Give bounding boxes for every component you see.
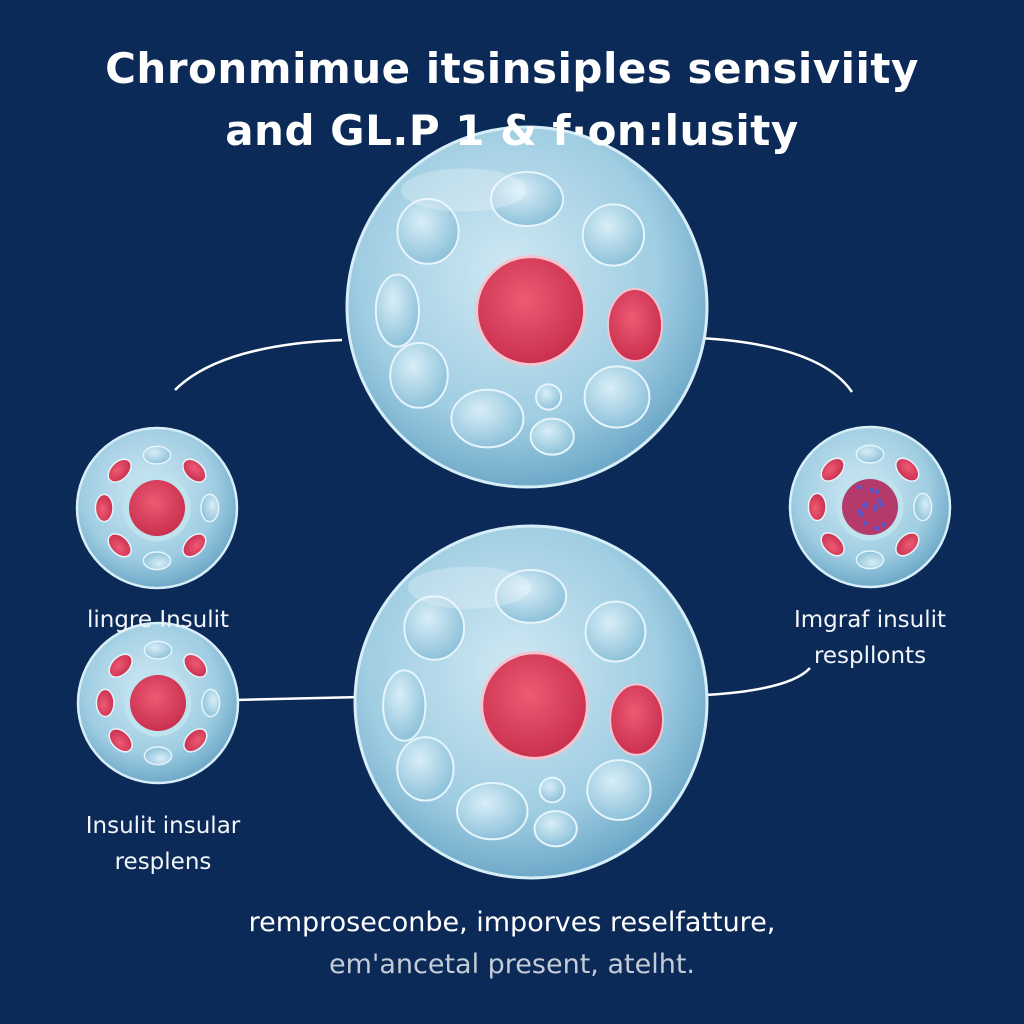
cell-small-left-bottom	[76, 621, 240, 785]
vesicle	[200, 493, 220, 523]
label-left-bottom: Insulit insular resplens	[40, 808, 286, 880]
label-left-top: lingre Insulit	[86, 607, 230, 633]
connector-bottom-right	[704, 667, 811, 697]
label-right-line-1: Imgraf insulit	[793, 607, 947, 633]
vesicle	[201, 688, 221, 718]
cell-small-left-top	[75, 426, 239, 590]
chromatin-dot	[857, 508, 863, 514]
title-line-2: and GL.P 1 & f·on:lusity	[225, 106, 799, 155]
footer-caption: remproseconbe, imporves reselfatture, em…	[0, 902, 1024, 986]
cell-large-top	[345, 125, 709, 489]
vesicle	[535, 383, 563, 411]
granule	[895, 457, 920, 482]
chromatin-dot	[862, 501, 868, 507]
vesicle	[855, 550, 885, 570]
cell-small-right	[788, 425, 952, 589]
label-right-line-2: respllonts	[813, 643, 927, 669]
vesicle	[529, 417, 575, 456]
chromatin-dot	[881, 522, 887, 528]
vesicle	[855, 444, 885, 464]
chromatin-dot	[878, 502, 884, 508]
granule	[94, 493, 114, 523]
vesicle	[382, 669, 427, 742]
diagram-title: Chronmimue itsinsiples sensiviity and GL…	[0, 38, 1024, 162]
chromatin-dot	[863, 520, 869, 526]
chromatin-dot	[872, 506, 878, 512]
nucleus	[130, 675, 186, 731]
nucleus	[129, 480, 185, 536]
granule	[895, 532, 920, 557]
vesicle	[396, 198, 460, 265]
granule	[182, 458, 207, 483]
granule	[95, 688, 115, 718]
granule	[183, 728, 208, 753]
chromatin-dot	[874, 525, 880, 531]
granule	[108, 728, 133, 753]
vesicle	[456, 781, 529, 841]
vesicle	[396, 736, 455, 802]
granule	[108, 653, 133, 678]
vesicle	[389, 342, 449, 409]
vesicle	[583, 365, 651, 429]
title-line-1: Chronmimue itsinsiples sensiviity	[105, 44, 919, 93]
vesicle	[584, 600, 647, 663]
connector-top-left	[174, 338, 343, 391]
vesicle	[533, 810, 578, 848]
granule	[182, 533, 207, 558]
nucleus	[480, 651, 589, 760]
chromatin-dot	[868, 487, 874, 493]
highlight	[401, 168, 527, 212]
granule	[807, 492, 827, 522]
label-left-bottom-line-2: resplens	[114, 849, 212, 875]
highlight	[407, 566, 531, 609]
vesicle	[490, 171, 564, 227]
connectors	[174, 336, 854, 702]
chromatin-dot	[857, 484, 863, 490]
connector-bottom-left	[234, 695, 363, 702]
vesicle	[586, 759, 652, 821]
label-right: Imgraf insulit respllonts	[760, 602, 980, 674]
vesicle	[494, 569, 568, 624]
granule	[107, 458, 132, 483]
granule	[607, 288, 663, 362]
footer-line-2: em'ancetal present, atelht.	[329, 949, 695, 980]
chromatin-dot	[874, 489, 880, 495]
granule	[183, 653, 208, 678]
connector-top-right	[699, 336, 854, 393]
label-left-bottom-line-1: Insulit insular	[85, 813, 241, 839]
vesicle	[913, 492, 933, 522]
vesicle	[374, 273, 420, 348]
vesicle	[538, 776, 566, 804]
vesicle	[450, 388, 525, 449]
vesicle	[142, 445, 172, 465]
vesicle	[143, 746, 173, 766]
granule	[820, 532, 845, 557]
granule	[609, 683, 664, 756]
vesicle	[581, 203, 646, 267]
vesicle	[142, 551, 172, 571]
granule	[107, 533, 132, 558]
cell-large-bottom	[353, 524, 709, 880]
nucleus	[475, 255, 587, 367]
vesicle	[403, 595, 466, 661]
cells	[75, 125, 952, 880]
footer-line-1: remproseconbe, imporves reselfatture,	[248, 907, 776, 938]
granule	[820, 457, 845, 482]
nucleus	[842, 479, 898, 535]
vesicle	[143, 640, 173, 660]
